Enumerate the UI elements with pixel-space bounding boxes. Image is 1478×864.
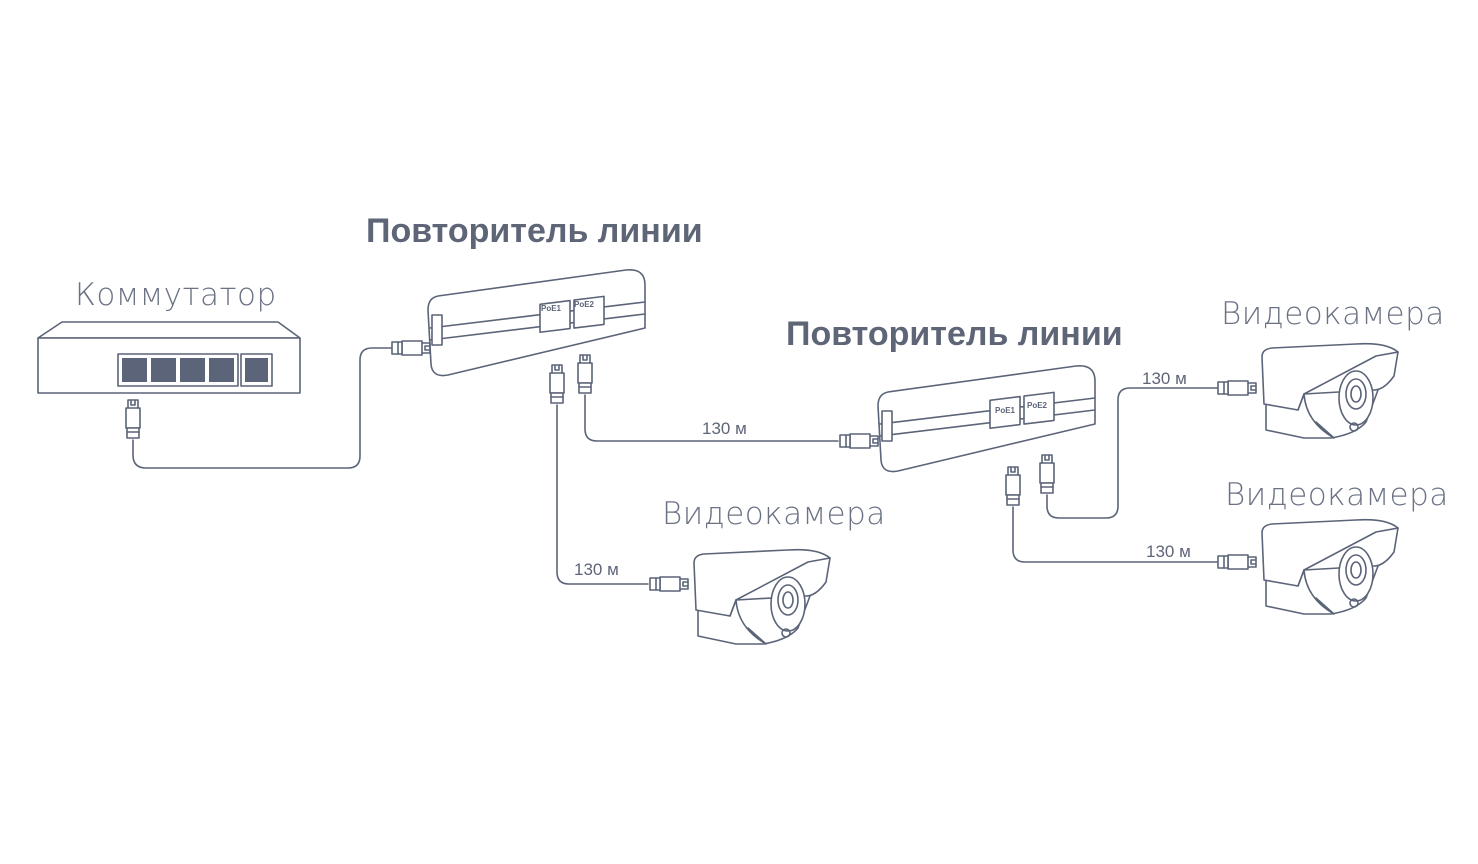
cable-length: 130 м: [1142, 369, 1187, 388]
repeater-2-title: Повторитель линии: [786, 315, 1123, 353]
rj45-plug-icon: [1217, 380, 1257, 396]
port-label: PoE1: [995, 406, 1016, 415]
rj45-plug-icon: [549, 364, 565, 404]
cable-repeater1-poe2: [584, 394, 839, 442]
cable-length: 130 м: [1146, 542, 1191, 561]
cable-repeater2-poe1: [1012, 506, 1219, 563]
rj45-plug-icon: [391, 340, 431, 356]
port-label: PoE2: [574, 300, 595, 309]
switch-label: Коммутатор: [75, 277, 277, 313]
camera-3-label: Видеокамера: [1225, 477, 1449, 513]
cable-length: 130 м: [702, 419, 747, 438]
rj45-plug-icon: [1217, 554, 1257, 570]
rj45-plug-icon: [839, 433, 879, 449]
repeater-1: PoE1 PoE2: [427, 268, 646, 377]
cable-repeater1-poe1: [556, 404, 649, 585]
camera-icon: [1261, 342, 1399, 439]
port-label: PoE1: [541, 304, 562, 313]
repeater-1-title: Повторитель линии: [366, 212, 703, 250]
camera-1-label: Видеокамера: [662, 496, 886, 532]
rj45-plug-icon: [649, 576, 689, 592]
camera-2-label: Видеокамера: [1221, 296, 1445, 332]
camera-icon: [1261, 518, 1399, 615]
camera-icon: [693, 548, 831, 645]
repeater-2: PoE1 PoE2: [877, 364, 1096, 473]
cable-switch-to-repeater1: [132, 347, 393, 469]
rj45-plug-icon: [125, 399, 141, 439]
rj45-plug-icon: [577, 354, 593, 394]
network-switch: [37, 321, 301, 394]
rj45-plug-icon: [1039, 454, 1055, 494]
rj45-plug-icon: [1005, 466, 1021, 506]
cable-length: 130 м: [574, 560, 619, 579]
cable-repeater2-poe2: [1046, 387, 1219, 519]
port-label: PoE2: [1027, 401, 1048, 410]
